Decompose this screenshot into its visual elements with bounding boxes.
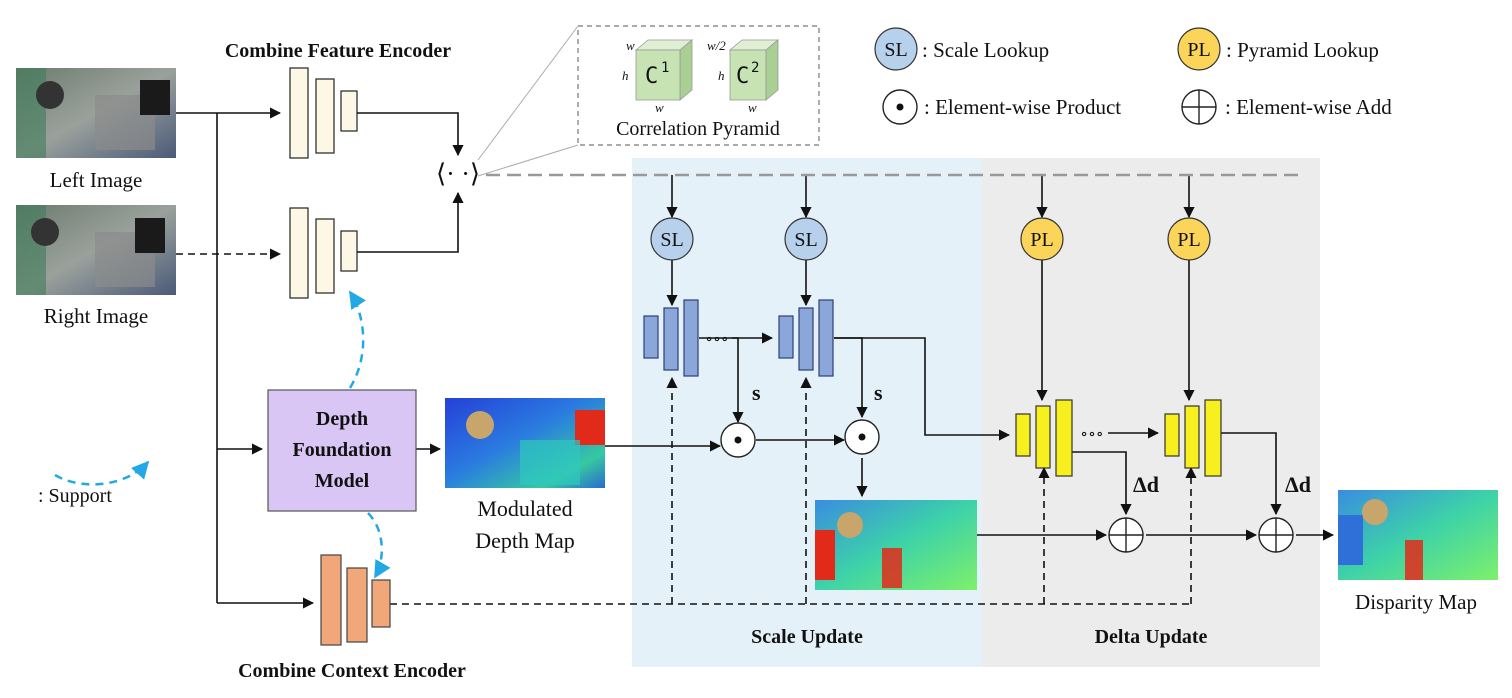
legend-pl-icon (1177, 27, 1221, 71)
sl-node-2-label: SL (794, 229, 817, 251)
feature-encoder-title: Combine Feature Encoder (225, 40, 451, 62)
modulated-depth-map-image (445, 398, 605, 488)
disparity-map-image (1338, 490, 1498, 580)
c1-dim-w-bottom: w (655, 100, 664, 115)
correlation-pyramid-title: Correlation Pyramid (616, 118, 780, 140)
scale-gru-1 (643, 299, 699, 377)
feature-encoder-top (289, 67, 358, 159)
legend-product-text: : Element-wise Product (924, 95, 1121, 119)
product-node-1 (720, 422, 756, 458)
right-image (16, 205, 176, 295)
scale-gru-2 (778, 299, 834, 377)
legend-add-icon (1181, 89, 1217, 125)
dfm-line2: Foundation (293, 439, 392, 461)
dfm-line1: Depth (316, 408, 368, 430)
scale-update-label: Scale Update (751, 626, 863, 648)
pl-node-1-label: PL (1030, 229, 1053, 251)
intermediate-disparity-image (815, 500, 977, 590)
context-encoder-title: Combine Context Encoder (238, 660, 466, 682)
depth-map-line1: Modulated (477, 496, 572, 521)
support-arrow-dfm-to-feature (348, 290, 366, 389)
c1-dim-h: h (622, 68, 629, 83)
c2-dim-w2-top: w/2 (707, 38, 726, 53)
c2-sup: 2 (751, 60, 759, 76)
legend-sl-text: : Scale Lookup (922, 38, 1049, 62)
left-image-label: Left Image (50, 168, 143, 192)
legend-sl-icon (874, 27, 918, 71)
depth-foundation-model-box (267, 389, 417, 512)
legend-pl-symbol: PL (1187, 39, 1210, 61)
s-label-1: s (752, 380, 761, 405)
legend-pl-text: : Pyramid Lookup (1226, 38, 1379, 62)
c1-label: C (645, 64, 658, 89)
support-arrow-dfm-to-context (367, 512, 391, 579)
product-node-2 (844, 419, 880, 455)
s-label-2: s (874, 380, 883, 405)
c1-sup: 1 (661, 60, 669, 76)
ellipsis-scale: ∘∘∘ (705, 331, 729, 348)
ellipsis-delta: ∘∘∘ (1080, 426, 1104, 443)
legend-sl-symbol: SL (884, 39, 907, 61)
c2-label: C (736, 64, 749, 89)
dfm-line3: Model (315, 470, 370, 492)
c2-dim-h: h (718, 68, 725, 83)
delta-update-label: Delta Update (1095, 626, 1208, 648)
depth-map-line2: Depth Map (475, 528, 575, 553)
c1-dim-w-top: w (626, 38, 635, 53)
sl-node-1-label: SL (660, 229, 683, 251)
cube-c2 (728, 39, 780, 101)
sl-node-1 (650, 217, 694, 261)
cube-c1 (634, 39, 694, 101)
add-node-2 (1258, 517, 1294, 553)
disparity-map-label: Disparity Map (1355, 590, 1477, 614)
support-legend-text: : Support (38, 485, 112, 507)
delta-d-label-2: Δd (1285, 472, 1311, 497)
pl-node-2-label: PL (1177, 229, 1200, 251)
add-node-1 (1108, 517, 1144, 553)
left-image (16, 68, 176, 158)
legend-add-text: : Element-wise Add (1225, 95, 1392, 119)
support-legend-arrow (54, 460, 150, 486)
delta-gru-2 (1164, 399, 1222, 477)
delta-gru-1 (1015, 399, 1073, 477)
sl-node-2 (784, 217, 828, 261)
context-encoder (320, 554, 391, 646)
c2-dim-w-bottom: w (748, 100, 757, 115)
pl-node-1 (1020, 217, 1064, 261)
right-image-label: Right Image (44, 304, 148, 328)
legend-product-icon (882, 89, 918, 125)
correlation-operator: ⟨· ·⟩ (436, 159, 480, 188)
delta-d-label-1: Δd (1133, 472, 1159, 497)
correlation-pyramid-box (577, 25, 820, 146)
feature-encoder-bottom (289, 207, 358, 299)
pl-node-2 (1167, 217, 1211, 261)
